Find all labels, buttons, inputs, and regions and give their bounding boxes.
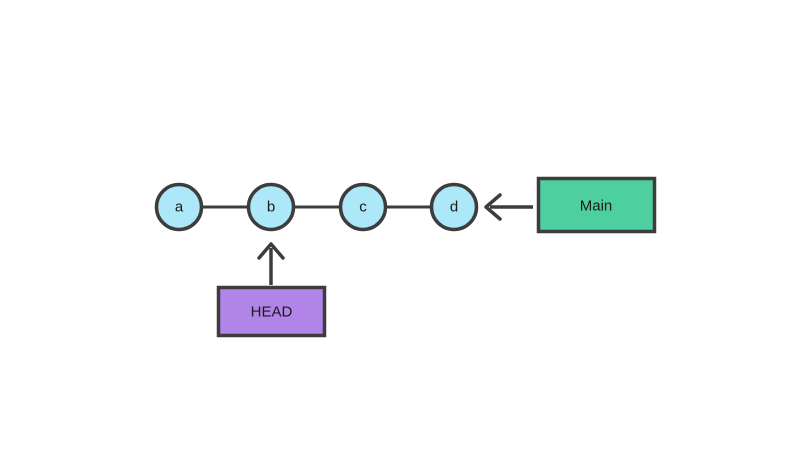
main-branch-box[interactable]: Main — [536, 176, 657, 234]
commit-label-a: a — [175, 199, 184, 216]
main-branch-rect — [536, 176, 657, 234]
commit-node-d[interactable]: d — [429, 182, 479, 232]
head-box[interactable]: HEAD — [216, 285, 327, 338]
commit-circle-c — [338, 182, 388, 232]
head-pointer-arrow-icon — [257, 242, 285, 285]
main-branch-label: Main — [580, 198, 613, 215]
commit-circle-a — [154, 182, 204, 232]
commit-circle-b — [246, 182, 296, 232]
commit-label-d: d — [450, 199, 458, 216]
head-label: HEAD — [251, 304, 293, 321]
commit-label-b: b — [267, 199, 275, 216]
main-pointer-arrow-icon — [484, 193, 533, 221]
commit-node-a[interactable]: a — [154, 182, 204, 232]
commit-circle-d — [429, 182, 479, 232]
commit-node-c[interactable]: c — [338, 182, 388, 232]
commit-node-b[interactable]: b — [246, 182, 296, 232]
commit-label-c: c — [359, 199, 367, 216]
head-rect — [216, 285, 327, 338]
